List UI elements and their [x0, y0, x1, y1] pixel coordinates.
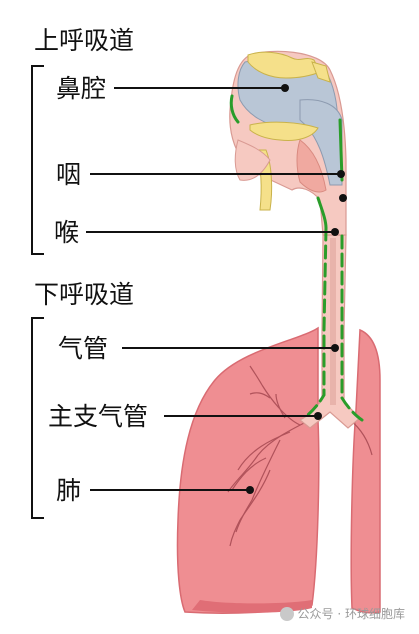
- watermark-text: 公众号 · 环球细胞库: [297, 607, 405, 621]
- larynx-label: 喉: [54, 218, 80, 247]
- dot-main-bronchus: [314, 412, 322, 420]
- leader-lines: [86, 87, 341, 491]
- trachea-label: 气管: [58, 334, 109, 363]
- wechat-icon: [279, 606, 294, 621]
- dot-pharynx: [337, 170, 345, 178]
- pharynx-label: 咽: [56, 160, 82, 189]
- dot-nasal-cavity: [281, 84, 289, 92]
- lower-respiratory-tract-title: 下呼吸道: [34, 280, 135, 309]
- dot-lung: [246, 486, 254, 494]
- head-region: [229, 50, 347, 236]
- dot-pharynx-lower: [339, 194, 347, 202]
- mucosa-highlight: [229, 94, 364, 422]
- upper-respiratory-tract-title: 上呼吸道: [34, 26, 135, 55]
- dot-larynx: [331, 228, 339, 236]
- lower-group-bracket: [31, 317, 44, 519]
- nasal-cavity-label: 鼻腔: [56, 74, 107, 103]
- lung-right: [350, 328, 381, 614]
- watermark: 公众号 · 环球细胞库: [279, 605, 405, 622]
- lung-label: 肺: [56, 476, 82, 505]
- upper-group-bracket: [31, 65, 44, 255]
- dot-trachea: [331, 344, 339, 352]
- main-bronchus-label: 主支气管: [48, 402, 149, 431]
- leader-dots: [246, 84, 347, 494]
